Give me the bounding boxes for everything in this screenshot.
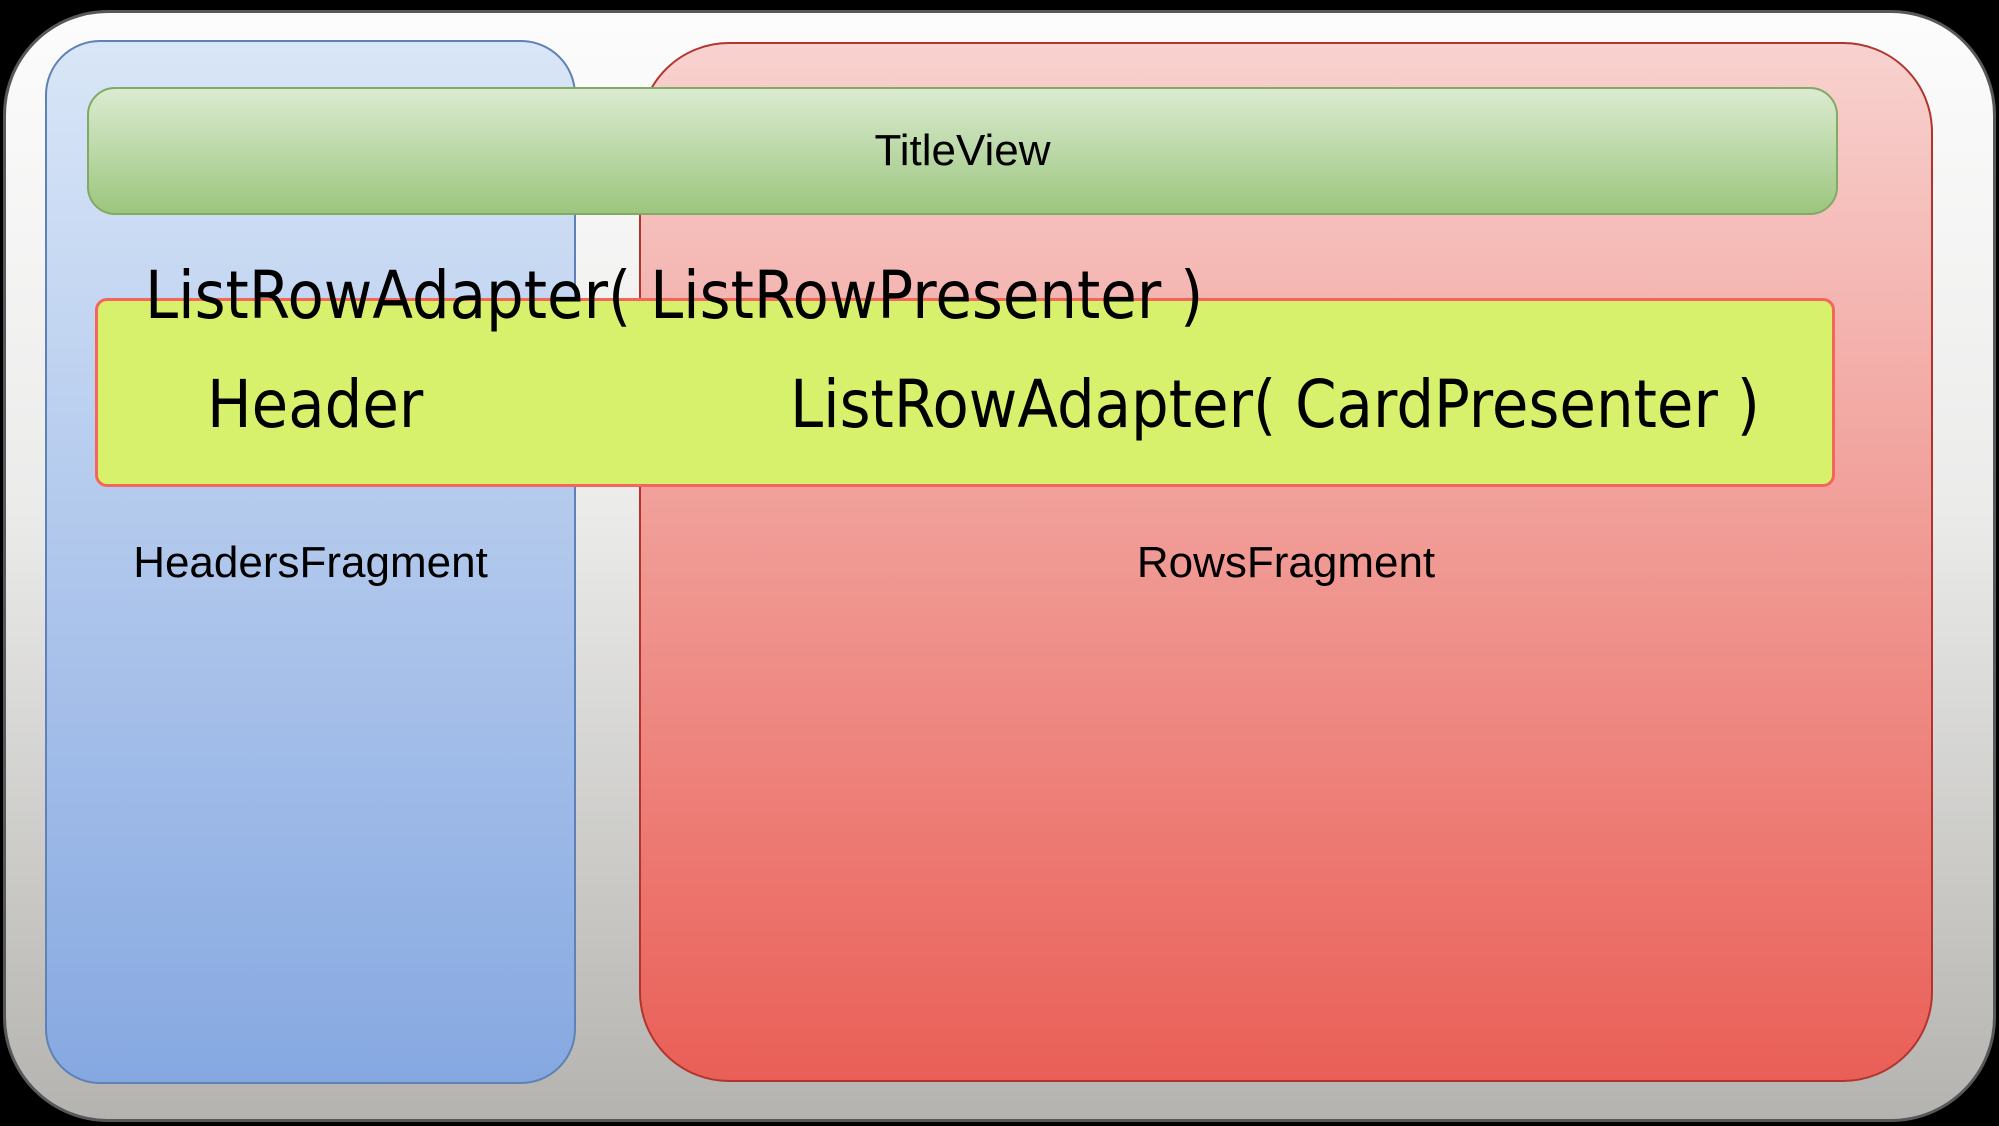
headers-fragment-label: HeadersFragment [133,538,488,587]
rows-fragment-panel [639,42,1933,1082]
title-view-label: TitleView [874,126,1051,175]
rows-fragment-label: RowsFragment [1136,538,1436,587]
list-row-adapter-bar [95,298,1835,487]
header-label: Header [207,366,424,443]
title-view-bar: TitleView [87,87,1838,215]
list-row-presenter-label: ListRowAdapter( ListRowPresenter ) [145,257,1204,334]
card-presenter-label: ListRowAdapter( CardPresenter ) [790,366,1760,443]
